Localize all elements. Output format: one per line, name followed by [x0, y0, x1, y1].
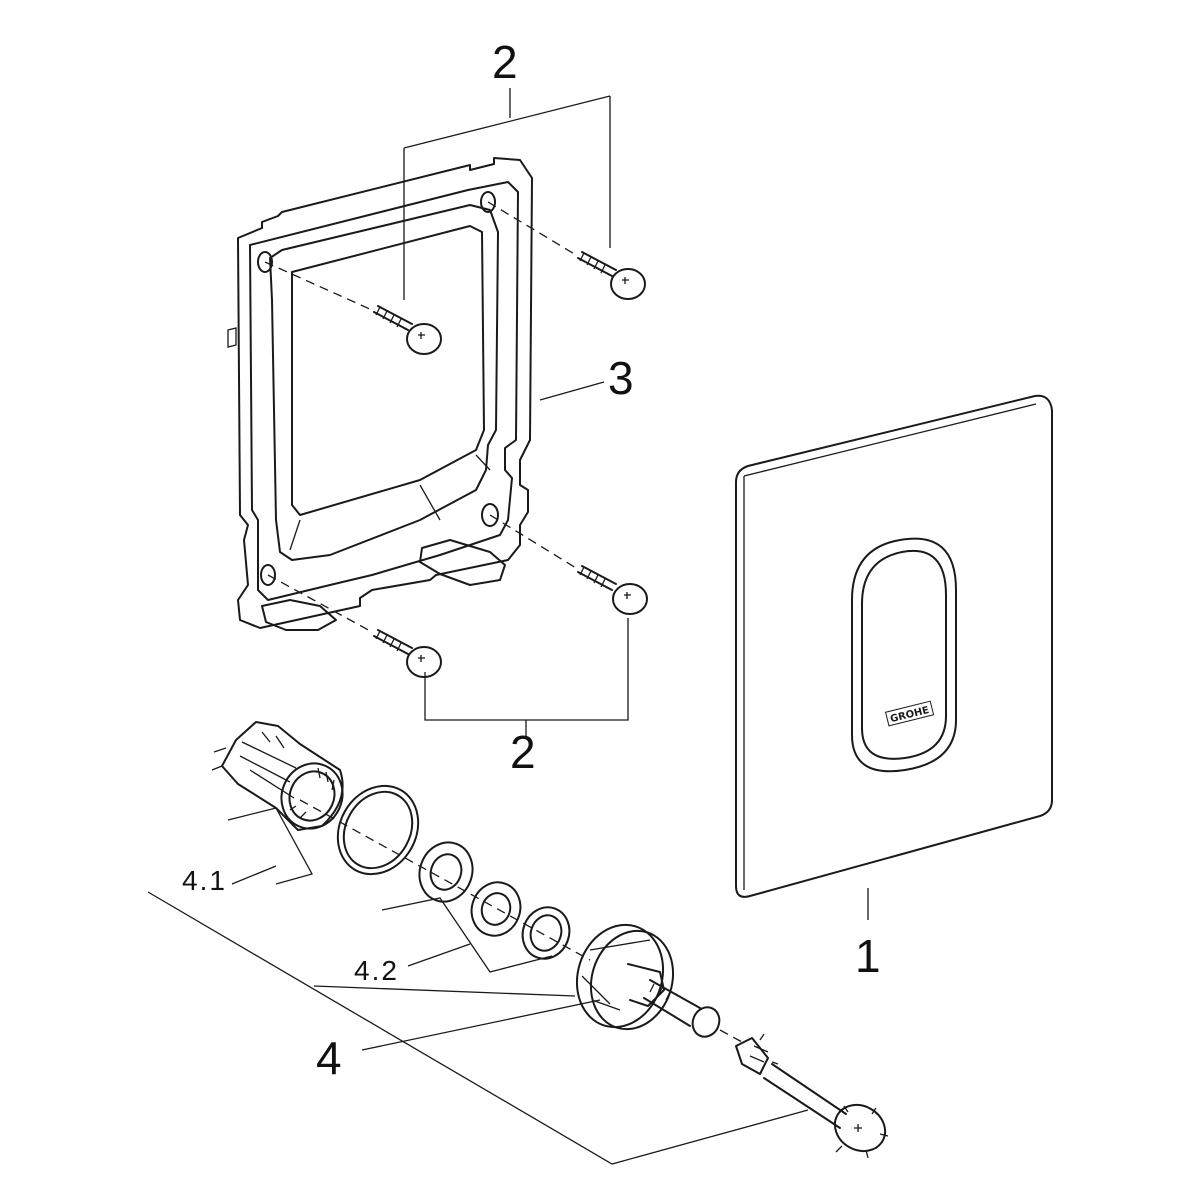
o-ring-large [336, 784, 420, 876]
gasket-ring-2 [470, 881, 522, 937]
callout-screws-top: 2 [492, 36, 518, 88]
gasket-ring-1 [418, 841, 474, 903]
screw-top-right [577, 251, 646, 300]
screw-top-left [373, 305, 442, 355]
brand-logo: GROHE [884, 700, 935, 727]
callout-cover-plate: 1 [855, 930, 881, 982]
callout-cartridge-set: 4.1 [182, 865, 227, 896]
mounting-frame [227, 157, 533, 631]
valve-cartridge [211, 721, 344, 831]
leader-lines [147, 88, 869, 1165]
cover-plate: GROHE [735, 394, 1053, 898]
callout-mounting-frame: 3 [608, 352, 634, 404]
screw-bottom-right [577, 565, 648, 615]
valve-axis-line [299, 799, 591, 961]
callout-gasket-set: 4.2 [354, 955, 399, 986]
valve-body [575, 923, 721, 1038]
callout-screws-bottom: 2 [510, 726, 536, 778]
callout-valve-set: 4 [316, 1032, 342, 1084]
screw-alignment-lines [264, 201, 577, 633]
spindle-bolt [719, 1029, 889, 1159]
svg-text:GROHE: GROHE [889, 705, 930, 725]
screw-bottom-left [373, 629, 442, 678]
gasket-ring-3 [521, 906, 571, 960]
